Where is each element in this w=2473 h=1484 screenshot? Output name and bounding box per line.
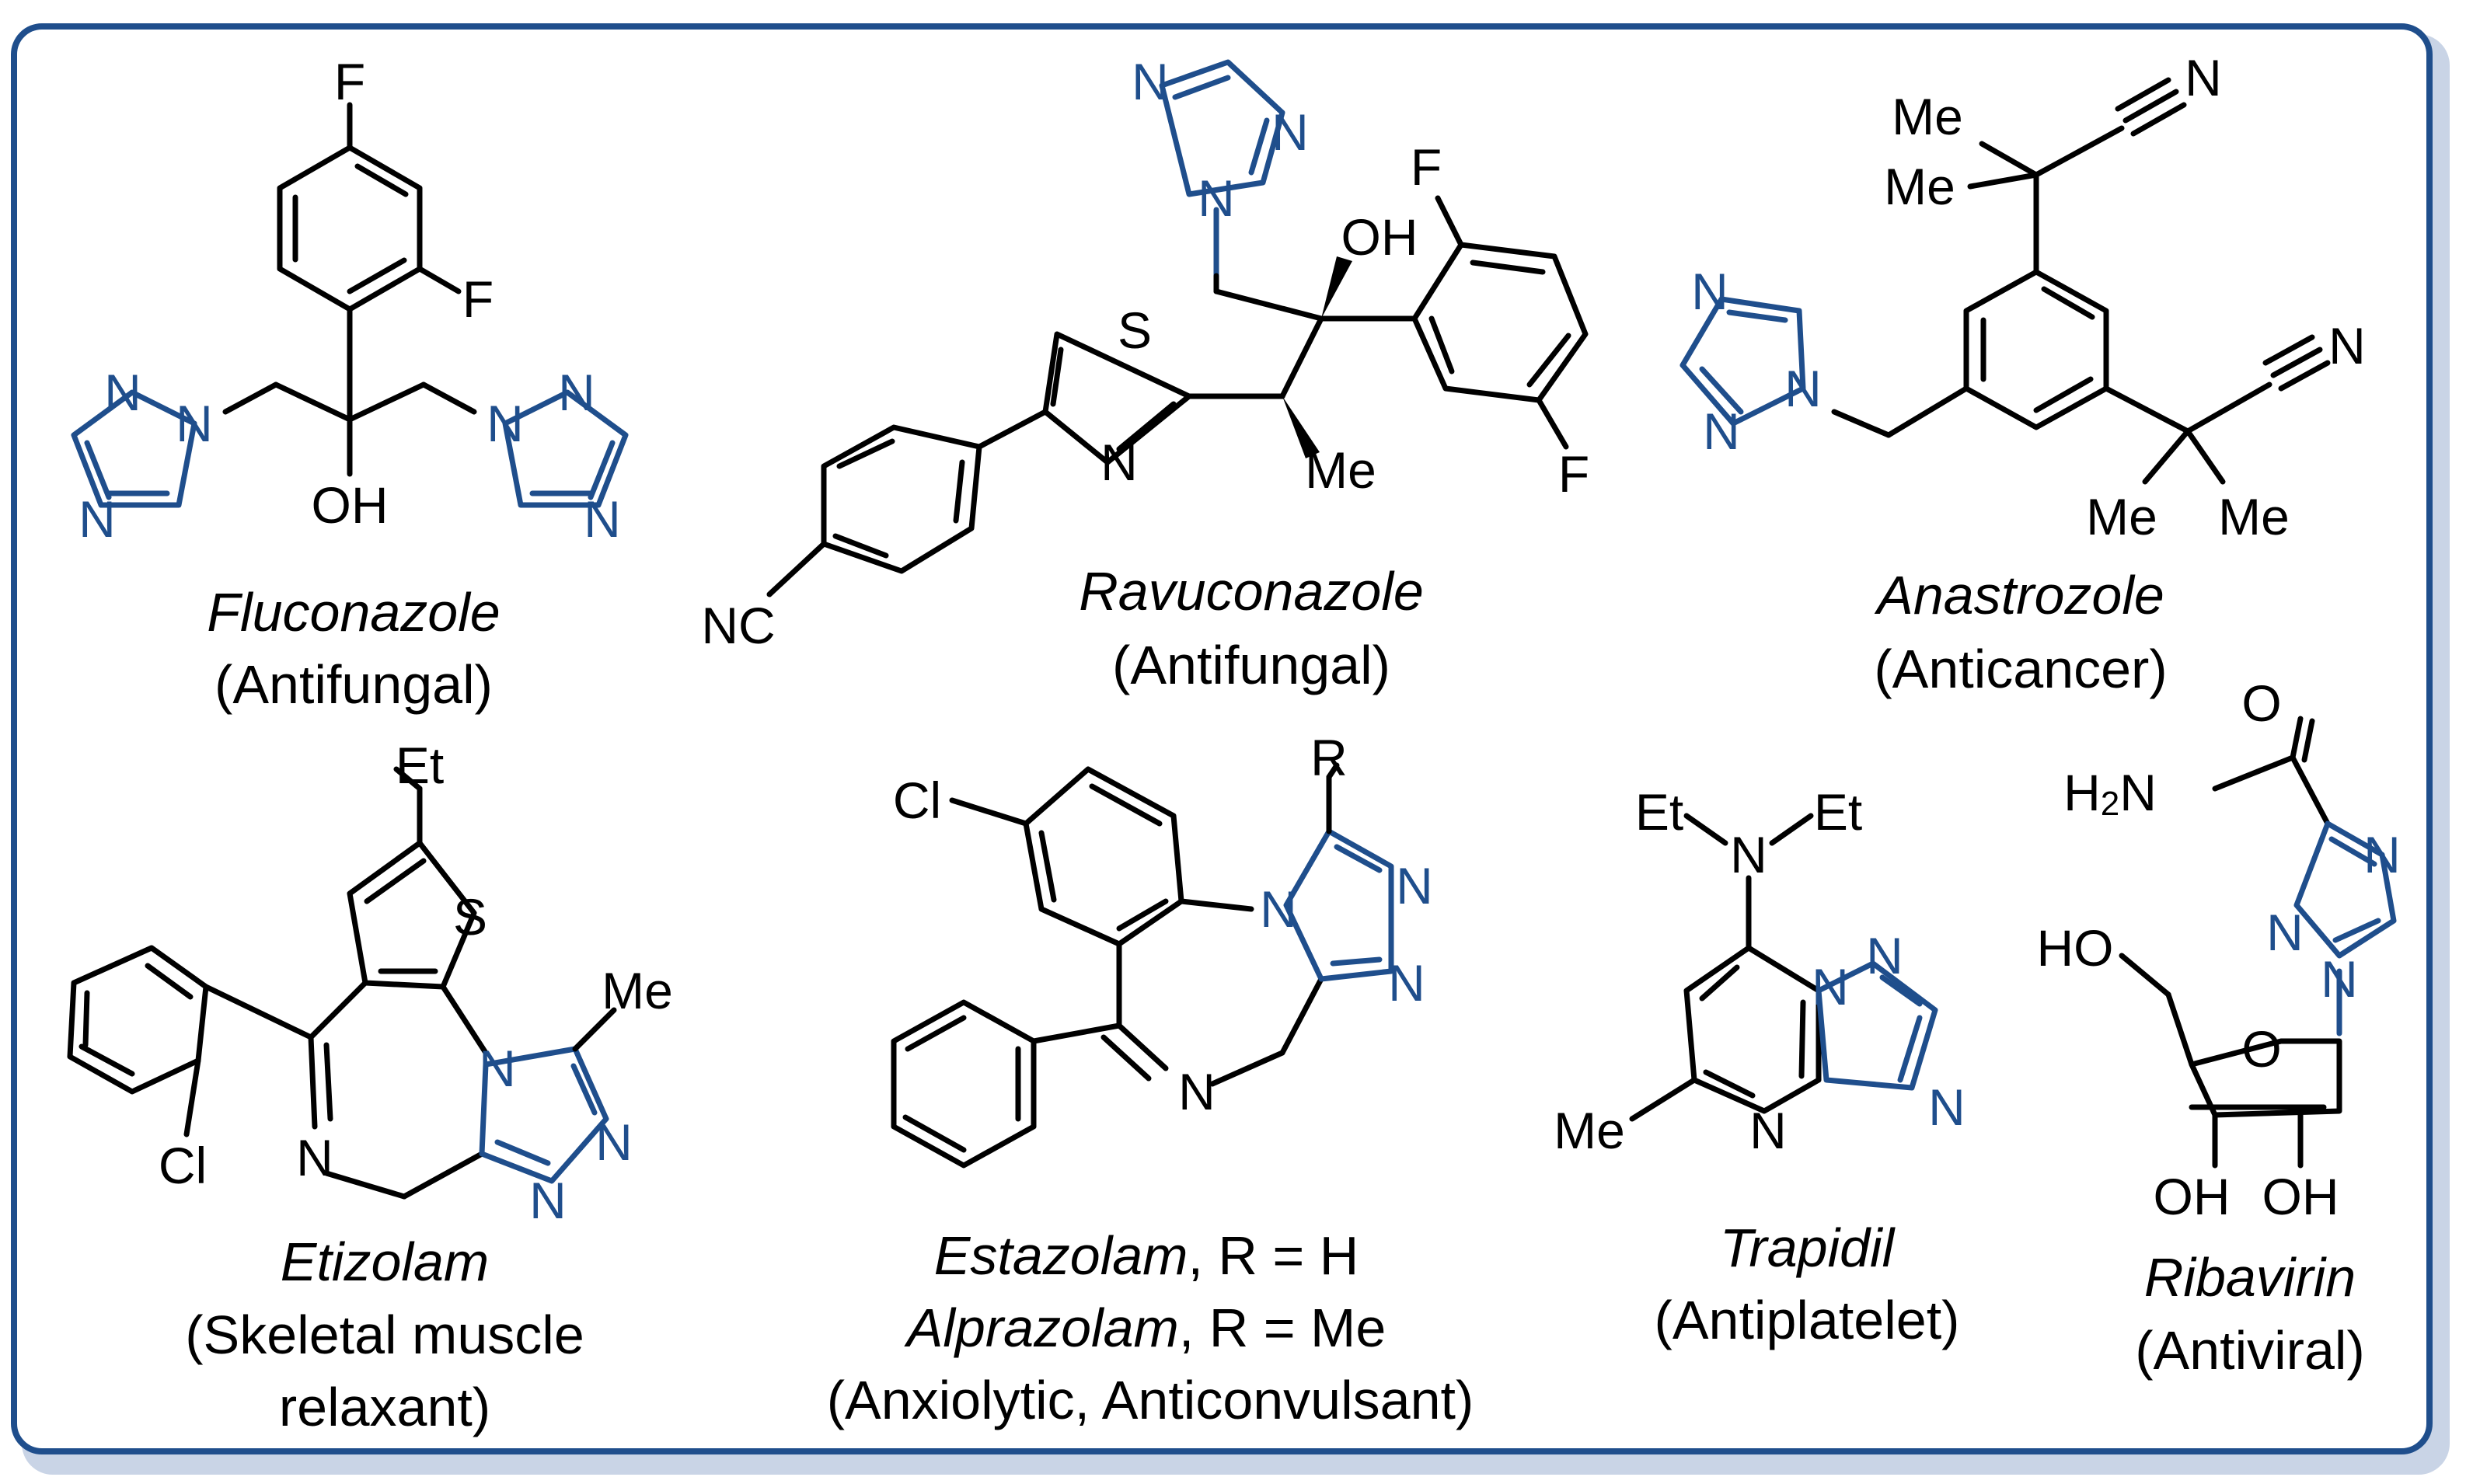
atom-label: OH: [1341, 208, 1418, 266]
compound-name: Ribavirin: [2144, 1247, 2356, 1308]
atom-label: OH: [312, 476, 389, 534]
atom-label: Me: [1892, 88, 1963, 145]
alprazolam-name: Alprazolam: [904, 1298, 1179, 1358]
atom-label: O: [2241, 1020, 2281, 1078]
compound-activity: (Antifungal): [1112, 635, 1390, 695]
atom-label: N: [1703, 402, 1740, 460]
atom-label: N: [2266, 904, 2304, 961]
atom-label: H2N: [2063, 764, 2157, 823]
compound-name: Trapidil: [1720, 1218, 1896, 1278]
compound-activity: (Anxiolytic, Anticonvulsant): [827, 1370, 1474, 1430]
atom-label: N: [1100, 434, 1138, 491]
atom-label: O: [2241, 674, 2281, 732]
atom-label: N: [479, 1040, 516, 1097]
atom-label: N: [1198, 169, 1235, 227]
compound-activity: (Skeletal muscle: [185, 1305, 584, 1365]
atom-label: Et: [396, 737, 444, 794]
trapidil-structure: [1629, 813, 1938, 1122]
amine-subscript: 2: [2101, 785, 2119, 823]
compound-activity: (Antiviral): [2135, 1320, 2365, 1381]
atom-label: HO: [2037, 919, 2114, 977]
atom-label: N: [176, 395, 213, 452]
alprazolam-r-value: , R = Me: [1179, 1298, 1386, 1358]
atom-label: Cl: [893, 772, 941, 829]
compound-name: Anastrozole: [1874, 565, 2164, 625]
atom-label: N: [104, 364, 141, 421]
atom-label: N: [296, 1129, 333, 1186]
atom-label: N: [1730, 826, 1767, 883]
atom-label: NC: [701, 597, 775, 654]
compound-name: Estazolam, R = H: [934, 1225, 1359, 1286]
ribavirin-structure: [2119, 716, 2397, 1169]
atom-label: Et: [1814, 783, 1862, 841]
atom-label: N: [595, 1113, 633, 1171]
figure-panel: [11, 23, 2433, 1454]
atom-label: OH: [2154, 1168, 2231, 1225]
fluconazole-structure: [71, 102, 629, 508]
atom-label: Me: [602, 962, 673, 1019]
atom-label: N: [1271, 103, 1309, 161]
atom-label: N: [1132, 53, 1169, 110]
atom-label: N: [1749, 1102, 1787, 1159]
atom-label: N: [1178, 1063, 1216, 1120]
atom-label: N: [1784, 360, 1822, 417]
compound-name: Ravuconazole: [1079, 561, 1424, 622]
atom-label: Me: [2086, 488, 2157, 545]
atom-label: Cl: [159, 1137, 207, 1194]
atom-label: Et: [1635, 783, 1683, 841]
compound-activity: (Antifungal): [215, 654, 493, 715]
atom-label: Me: [2218, 488, 2290, 545]
atom-label: N: [1388, 954, 1425, 1012]
atom-label: N: [1396, 857, 1433, 914]
atom-label: Me: [1305, 441, 1376, 499]
atom-label: N: [1260, 880, 1297, 938]
atom-label: R: [1310, 729, 1348, 786]
atom-label: F: [1558, 445, 1589, 503]
atom-label: N: [1866, 927, 1903, 984]
atom-label: N: [2321, 950, 2358, 1008]
atom-label: N: [529, 1172, 567, 1229]
ravuconazole-structure: [766, 59, 1589, 597]
estazolam-r-value: , R = H: [1188, 1225, 1359, 1286]
atom-label: S: [453, 888, 487, 946]
atom-label: N: [584, 490, 621, 548]
atom-label: F: [462, 270, 494, 328]
atom-label: N: [2328, 317, 2366, 374]
atom-label: S: [1118, 301, 1152, 359]
amine-h: H: [2063, 764, 2101, 821]
compound-name: Fluconazole: [207, 582, 500, 643]
atom-label: N: [558, 364, 595, 421]
atom-label: N: [487, 395, 524, 452]
estazolam-alprazolam-structure: [891, 762, 1394, 1169]
atom-label: Me: [1884, 158, 1955, 215]
compound-name: Alprazolam, R = Me: [904, 1298, 1386, 1358]
atom-label: N: [1812, 958, 1849, 1015]
atom-label: F: [1411, 138, 1442, 196]
atom-label: Me: [1554, 1102, 1625, 1159]
atom-label: N: [2363, 826, 2401, 883]
compound-activity: relaxant): [279, 1377, 490, 1437]
atom-label: OH: [2262, 1168, 2339, 1225]
atom-label: N: [2185, 49, 2222, 106]
atom-label: N: [78, 490, 116, 548]
amine-n: N: [2119, 764, 2157, 821]
atom-label: F: [334, 53, 365, 110]
etizolam-structure: [67, 766, 617, 1200]
compound-activity: (Antiplatelet): [1655, 1290, 1960, 1350]
compound-activity: (Anticancer): [1874, 639, 2167, 699]
atom-label: N: [1928, 1078, 1965, 1136]
estazolam-name: Estazolam: [934, 1225, 1188, 1286]
atom-label: N: [1691, 263, 1728, 320]
compound-name: Etizolam: [281, 1231, 489, 1292]
anastrozole-structure: [1679, 77, 2331, 485]
